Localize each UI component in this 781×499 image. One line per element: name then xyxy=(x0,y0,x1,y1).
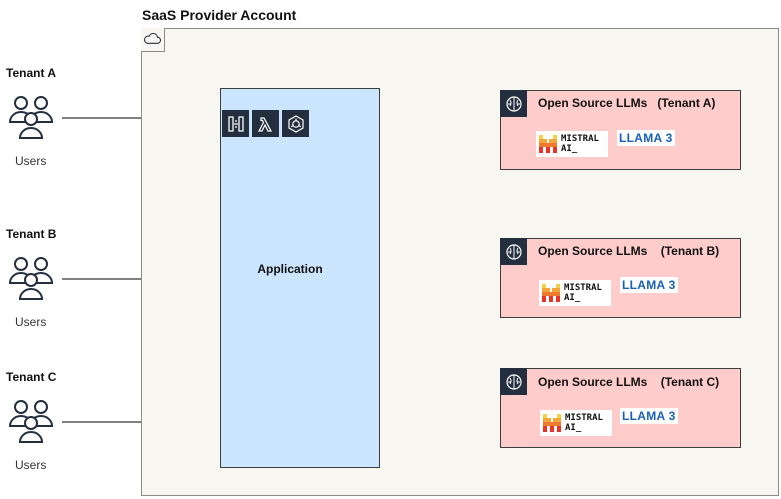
application-label: Application xyxy=(257,262,323,276)
users-label-a: Users xyxy=(15,154,47,168)
users-icon xyxy=(8,96,54,139)
lambda-icon xyxy=(252,110,279,137)
account-title: SaaS Provider Account xyxy=(142,7,297,23)
llama-3-logo: LLAMA 3 xyxy=(617,130,675,146)
application-box xyxy=(220,88,380,468)
tenant-c-label: Tenant C xyxy=(6,370,57,384)
users-icon xyxy=(8,400,54,443)
users-icon xyxy=(8,257,54,300)
brain-icon xyxy=(500,90,527,117)
llm-title-b: Open Source LLMs (Tenant B) xyxy=(538,244,720,258)
tenant-a-label: Tenant A xyxy=(6,66,56,80)
llama-3-logo: LLAMA 3 xyxy=(620,277,678,293)
brain-icon xyxy=(500,238,527,265)
brain-icon xyxy=(500,368,527,395)
llm-title-a: Open Source LLMs (Tenant A) xyxy=(538,96,716,110)
users-label-c: Users xyxy=(15,458,47,472)
llama-3-logo: LLAMA 3 xyxy=(620,408,678,424)
api-gateway-icon xyxy=(222,110,249,137)
cloud-icon xyxy=(141,28,165,52)
users-label-b: Users xyxy=(15,315,47,329)
tenant-b-label: Tenant B xyxy=(6,227,57,241)
eks-icon xyxy=(282,110,309,137)
llm-title-c: Open Source LLMs (Tenant C) xyxy=(538,375,720,389)
